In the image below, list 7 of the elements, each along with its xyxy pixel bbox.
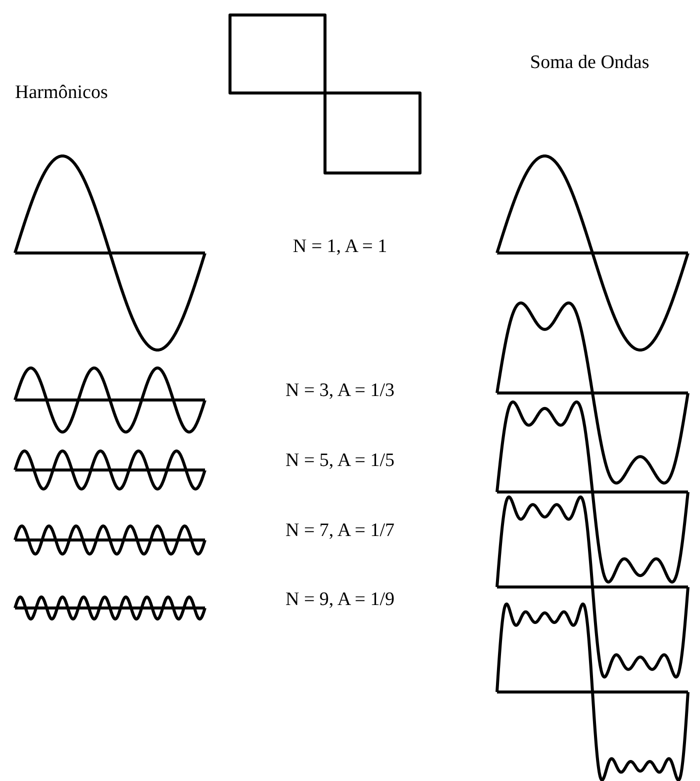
harmonic-label: N = 9, A = 1/9: [285, 590, 395, 611]
column-heading: Harmônicos: [15, 83, 108, 104]
harmonic-label: N = 7, A = 1/7: [285, 521, 395, 542]
harmonic-label: N = 3, A = 1/3: [285, 381, 395, 402]
harmonic-label: N = 5, A = 1/5: [285, 451, 395, 472]
harmonic-label: N = 1, A = 1: [292, 237, 388, 258]
column-heading: Soma de Ondas: [530, 53, 650, 74]
